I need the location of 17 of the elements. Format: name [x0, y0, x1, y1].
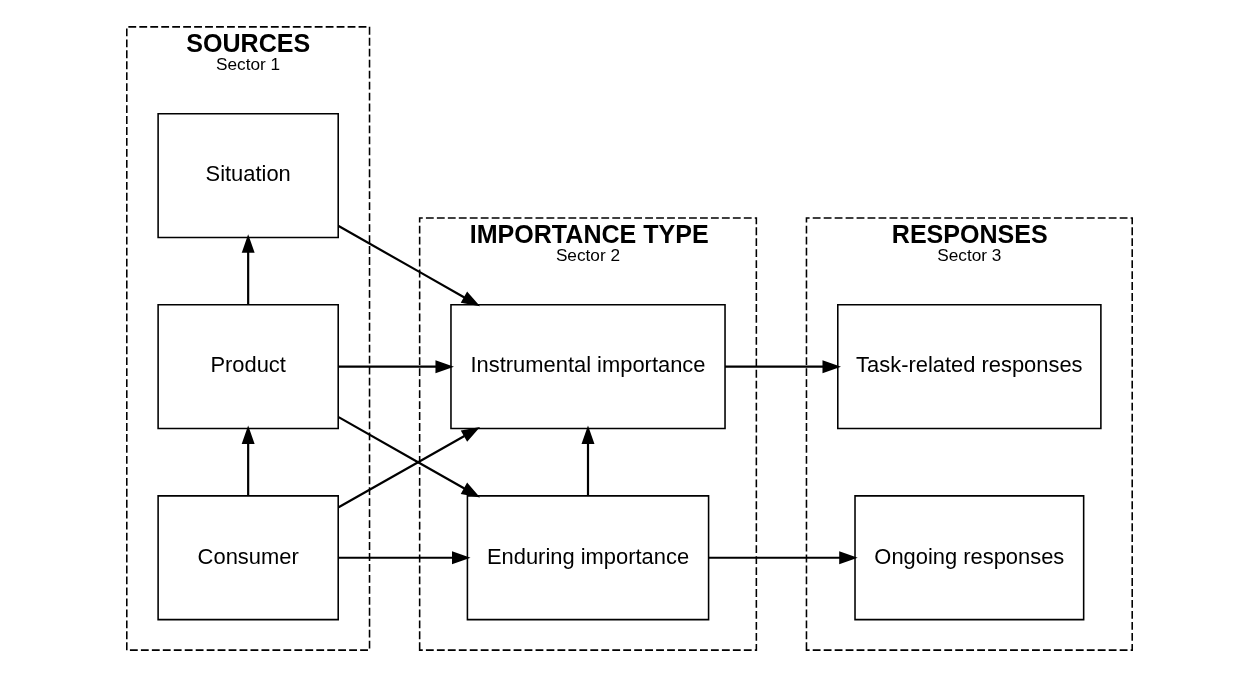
- node-box: Product: [157, 304, 339, 430]
- node-box: Task-related responses: [837, 304, 1102, 430]
- arrow: [725, 360, 841, 374]
- arrow: [338, 360, 454, 374]
- arrow: [241, 425, 255, 496]
- arrow: [338, 416, 481, 498]
- arrow: [338, 551, 471, 565]
- arrow: [241, 234, 255, 305]
- node-box: Situation: [157, 113, 339, 239]
- node-box: Consumer: [157, 495, 339, 621]
- node-box: Enduring importance: [466, 495, 710, 621]
- node-box: Ongoing responses: [854, 495, 1085, 621]
- arrow: [708, 551, 858, 565]
- arrow: [338, 225, 481, 307]
- node-box: Instrumental importance: [450, 304, 726, 430]
- arrow: [338, 427, 481, 509]
- arrow: [581, 425, 595, 496]
